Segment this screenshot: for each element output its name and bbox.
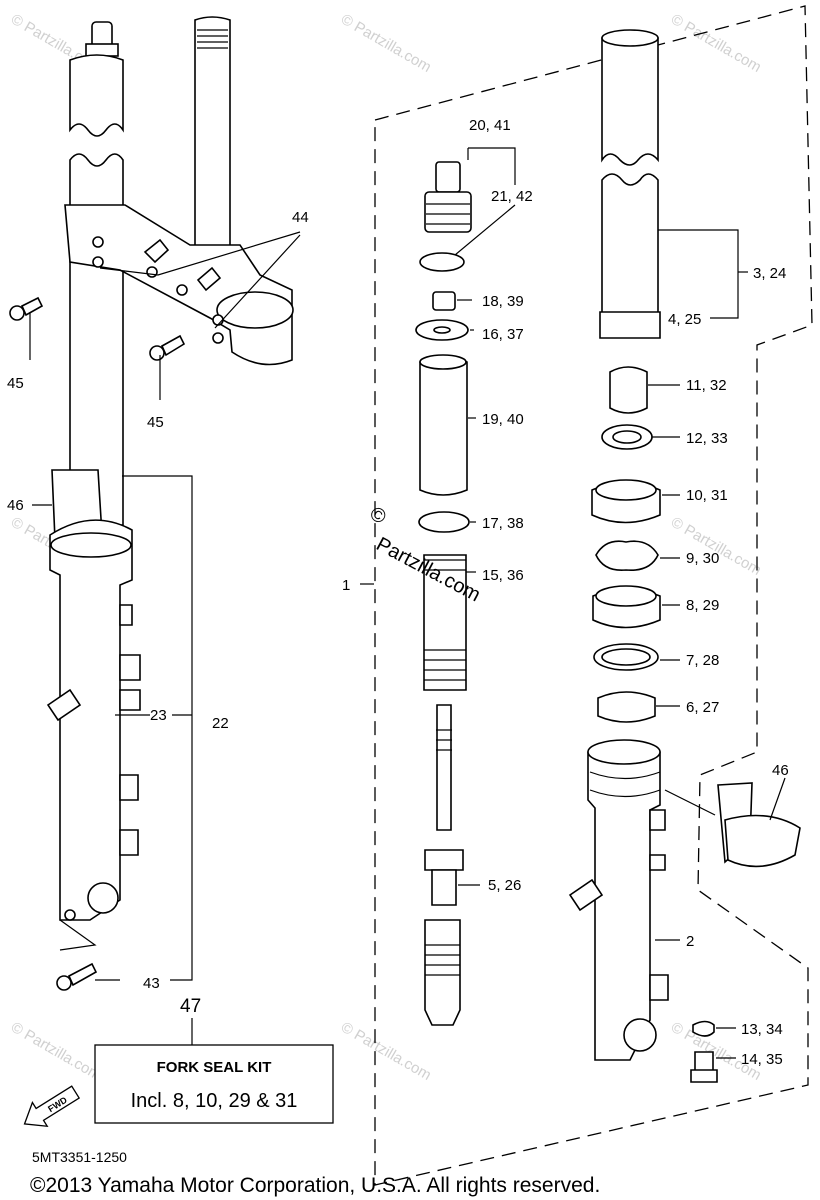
damper-rod [436, 704, 452, 831]
forward-arrow-icon: FWD [23, 1085, 81, 1128]
diagram-code: 5MT3351-1250 [32, 1149, 127, 1165]
bolt-45-upper [9, 296, 44, 321]
damper-parts-column [415, 161, 472, 1026]
bracket-tab [143, 238, 170, 264]
axle-hole [623, 1018, 657, 1052]
callout-7-28: 7, 28 [686, 652, 719, 669]
callout-11-32: 11, 32 [686, 377, 727, 394]
callout-2: 2 [686, 933, 694, 950]
callout-46: 46 [7, 497, 24, 514]
bracket-hole [146, 266, 158, 278]
callout-13-34: 13, 34 [741, 1021, 783, 1038]
drain-hole [64, 909, 76, 921]
bushing [597, 691, 656, 723]
kit-contents: Incl. 8, 10, 29 & 31 [131, 1090, 298, 1112]
callout-16-37: 16, 37 [482, 326, 524, 343]
left-fork-assembly [9, 16, 294, 991]
fork-cap-bolt [435, 161, 461, 193]
fork-cap-bolt-body [424, 191, 472, 233]
damper-cylinder [424, 919, 461, 1026]
bracket-clamp-hole [216, 291, 294, 329]
watermark: © Partzilla.com [338, 11, 434, 76]
watermark: © Partzilla.com [668, 514, 764, 579]
assembly-boundary [374, 5, 813, 1186]
callout-17-38: 17, 38 [482, 515, 524, 532]
callout-23: 23 [150, 707, 167, 724]
bracket-bolt-hole [92, 236, 104, 248]
caliper-mount [568, 878, 604, 912]
callout-18-39: 18, 39 [482, 293, 524, 310]
fork-seal-kit-box: FORK SEAL KIT Incl. 8, 10, 29 & 31 [94, 1044, 334, 1124]
gasket [692, 1020, 715, 1037]
outer-tube-lugs [649, 809, 669, 1001]
callout-46: 46 [772, 762, 789, 779]
callout-20-41: 20, 41 [469, 117, 511, 134]
inner-tube-upper [69, 54, 124, 137]
axle-hole [87, 882, 119, 914]
oil-lock-piece [609, 366, 648, 414]
callout-21-42: 21, 42 [491, 188, 533, 205]
caliper-mount [46, 688, 82, 722]
inner-tube-top [601, 32, 659, 166]
callout-43: 43 [143, 975, 160, 992]
callout-19-40: 19, 40 [482, 411, 524, 428]
callout-10-31: 10, 31 [686, 487, 728, 504]
cap-bolt-flange [85, 43, 119, 57]
outer-tube [49, 519, 133, 921]
callout-22: 22 [212, 715, 229, 732]
callout-1: 1 [342, 577, 350, 594]
o-ring [419, 252, 465, 272]
callout-45: 45 [147, 414, 164, 431]
bolt-43 [56, 962, 98, 991]
center-watermark-symbol: © [366, 503, 390, 529]
bracket-hole [176, 284, 188, 296]
stem-tube [194, 16, 231, 256]
callout-14-35: 14, 35 [741, 1051, 783, 1068]
callout-12-33: 12, 33 [686, 430, 728, 447]
slide-bushing [599, 311, 661, 339]
outer-tube-lugs [119, 604, 141, 856]
damper-rod-body [431, 869, 457, 906]
callout-labels: 44 45 45 46 23 22 43 20, 41 21, 42 18, 3… [7, 117, 789, 1068]
outer-parts-column [568, 29, 801, 1083]
nut [432, 291, 456, 311]
callout-45: 45 [7, 375, 24, 392]
washer-seat [418, 511, 470, 533]
fork-spring [423, 554, 467, 691]
fork-protector-ring [724, 814, 801, 868]
bracket-bolt-hole [212, 332, 224, 344]
callout-4-25: 4, 25 [668, 311, 701, 328]
leader-lines [29, 147, 786, 1059]
bracket-bolt-hole [92, 256, 104, 268]
callout-3-24: 3, 24 [753, 265, 786, 282]
inner-tube-bottom [601, 173, 659, 331]
callout-8-29: 8, 29 [686, 597, 719, 614]
callout-6-27: 6, 27 [686, 699, 719, 716]
bracket-tab [196, 266, 222, 292]
callout-15-36: 15, 36 [482, 567, 524, 584]
oil-seal-clip [595, 540, 659, 572]
outer-tube-seal [50, 532, 132, 558]
callout-47: 47 [180, 996, 201, 1017]
watermark: © Partzilla.com [8, 1019, 104, 1084]
damper-rod-head [424, 849, 464, 871]
spring-coils [424, 559, 466, 681]
stem-thread [197, 29, 228, 49]
spacer-tube [419, 356, 468, 496]
callout-5-26: 5, 26 [488, 877, 521, 894]
copyright-notice: ©2013 Yamaha Motor Corporation, U.S.A. A… [30, 1174, 600, 1197]
callout-44: 44 [292, 209, 309, 226]
bolt-45-lower [149, 334, 186, 361]
callout-9-30: 9, 30 [686, 550, 719, 567]
watermark: © Partzilla.com [338, 1019, 434, 1084]
kit-title: FORK SEAL KIT [157, 1059, 272, 1076]
